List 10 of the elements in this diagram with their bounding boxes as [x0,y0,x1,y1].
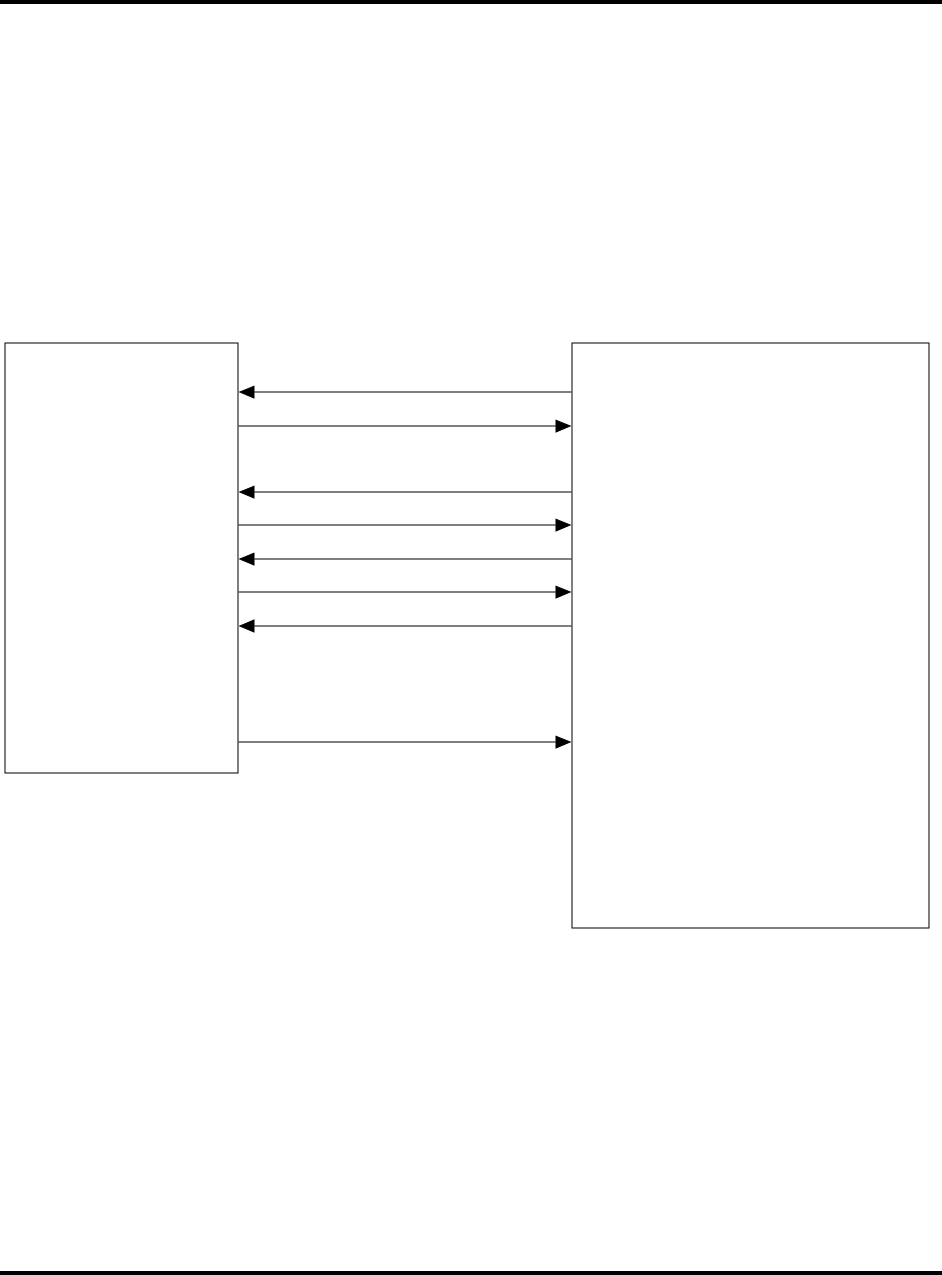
block-box [4,342,239,774]
arrow [238,585,571,599]
block-box [571,342,930,929]
arrow [239,552,572,566]
arrow [238,735,571,749]
arrow [238,518,571,532]
arrow [239,385,572,399]
arrow [238,419,571,433]
arrow [239,485,572,499]
arrow [239,619,572,633]
